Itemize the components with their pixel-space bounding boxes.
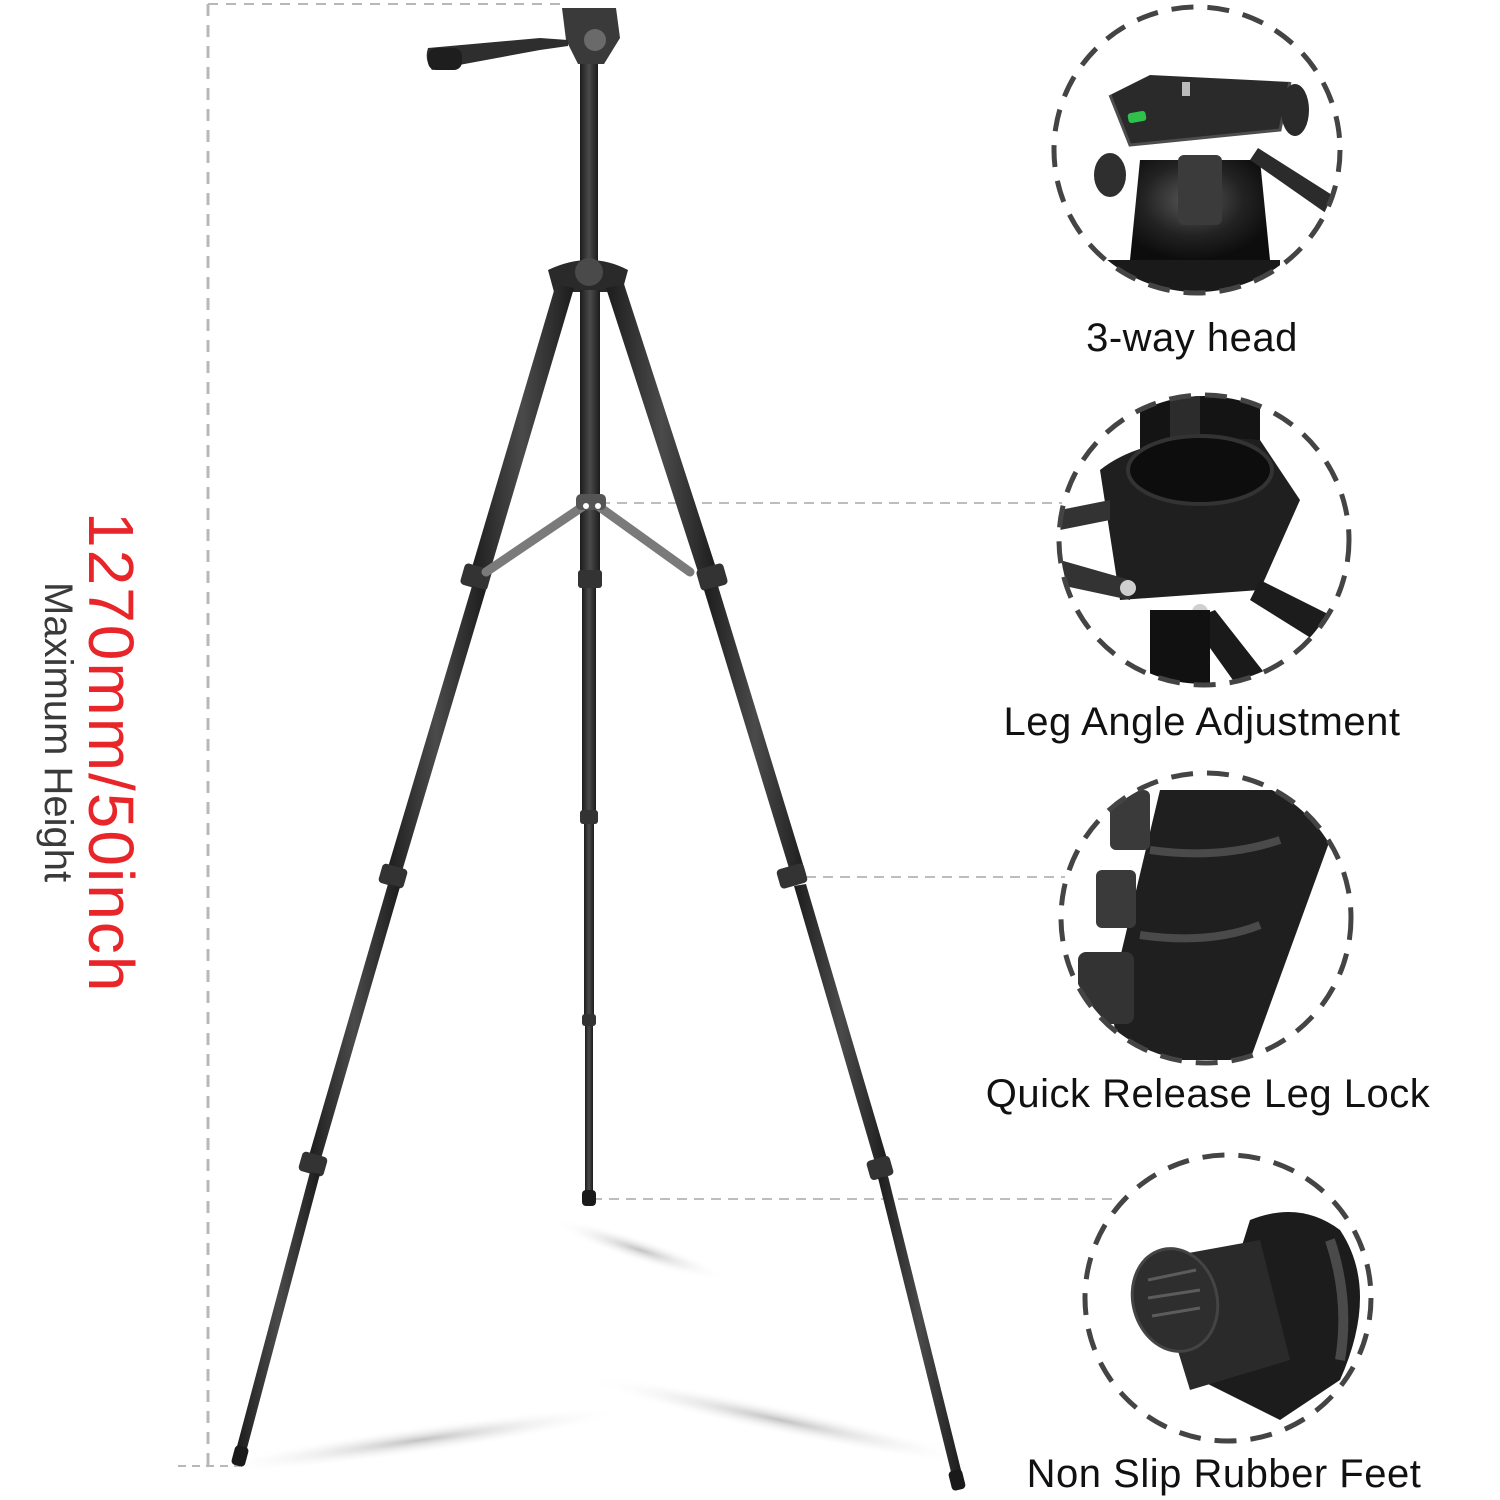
feature-3way-head: 3-way head [912, 316, 1472, 361]
tripod [231, 8, 966, 1491]
feature-leg-angle: Leg Angle Adjustment [922, 700, 1482, 745]
callout-leg-angle [1056, 392, 1352, 688]
height-guide [178, 3, 560, 1467]
feature-rubber-feet: Non Slip Rubber Feet [944, 1452, 1500, 1497]
callout-rubber-feet [1082, 1152, 1374, 1444]
max-height-value: 1270mm/50inch [75, 512, 147, 994]
feature-label: 3-way head [1086, 316, 1298, 360]
feature-leg-lock: Quick Release Leg Lock [928, 1072, 1488, 1117]
max-height-label: Maximum Height [36, 582, 80, 883]
feature-label: Non Slip Rubber Feet [1026, 1452, 1422, 1496]
floor-shadow [212, 1219, 976, 1473]
callout-3way-head [1051, 4, 1343, 296]
callout-leg-lock [1058, 770, 1354, 1066]
feature-label: Leg Angle Adjustment [1003, 700, 1401, 744]
feature-label: Quick Release Leg Lock [985, 1072, 1431, 1116]
